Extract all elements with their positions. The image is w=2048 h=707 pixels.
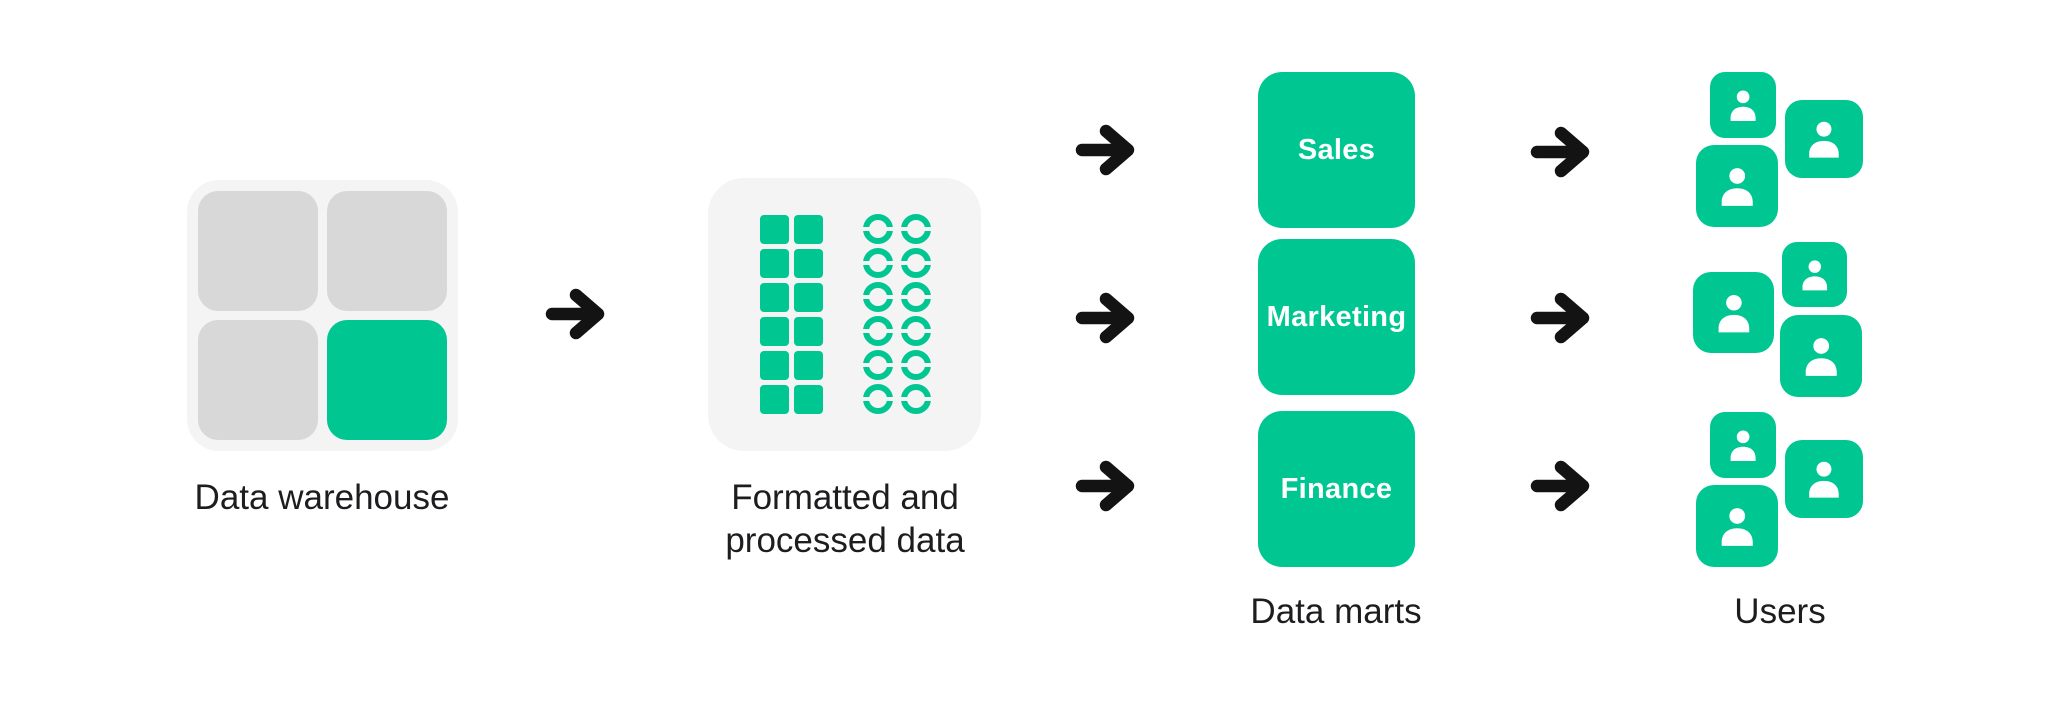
data-ring-icon xyxy=(901,214,931,244)
mart-sales-label: Sales xyxy=(1297,133,1376,166)
data-ring-icon xyxy=(863,350,893,380)
user-badge xyxy=(1696,145,1778,227)
user-icon xyxy=(1809,121,1839,158)
data-squares-grid xyxy=(760,215,823,414)
data-square-icon xyxy=(760,249,789,278)
warehouse-tile xyxy=(327,191,447,311)
data-square-icon xyxy=(760,351,789,380)
data-square-icon xyxy=(760,283,789,312)
data-ring-icon xyxy=(863,248,893,278)
users-label: Users xyxy=(1734,592,1826,631)
user-icon xyxy=(1802,260,1827,291)
data-ring-icon xyxy=(863,282,893,312)
processed-data-label-line2: processed data xyxy=(725,521,965,560)
user-badge xyxy=(1710,412,1776,478)
warehouse-tile xyxy=(198,191,318,311)
warehouse-label: Data warehouse xyxy=(194,478,450,517)
data-square-icon xyxy=(760,385,789,414)
mart-sales: Sales xyxy=(1258,72,1415,228)
data-square-icon xyxy=(794,283,823,312)
arrow-right-icon xyxy=(1530,460,1590,512)
data-ring-icon xyxy=(901,350,931,380)
user-icon xyxy=(1730,90,1756,121)
arrow-right-icon xyxy=(545,288,605,340)
processed-data-label-line1: Formatted and xyxy=(731,478,959,517)
arrow-right-icon xyxy=(1075,292,1135,344)
user-icon xyxy=(1730,430,1756,461)
mart-finance: Finance xyxy=(1258,411,1415,567)
data-square-icon xyxy=(760,317,789,346)
user-icon xyxy=(1809,461,1839,498)
data-marts-label: Data marts xyxy=(1250,592,1422,631)
arrow-right-icon xyxy=(1530,126,1590,178)
data-ring-icon xyxy=(901,384,931,414)
user-badge xyxy=(1710,72,1776,138)
users-cluster-finance xyxy=(1693,412,1865,568)
user-icon xyxy=(1721,507,1753,546)
arrow-right-icon xyxy=(1075,124,1135,176)
mart-marketing-label: Marketing xyxy=(1266,300,1407,333)
mart-marketing: Marketing xyxy=(1258,239,1415,395)
data-ring-icon xyxy=(863,316,893,346)
data-ring-icon xyxy=(863,214,893,244)
user-badge xyxy=(1785,100,1863,178)
user-badge xyxy=(1782,242,1847,307)
data-ring-icon xyxy=(901,282,931,312)
users-cluster-sales xyxy=(1693,72,1865,228)
warehouse-tile xyxy=(198,320,318,440)
data-ring-icon xyxy=(863,384,893,414)
data-square-icon xyxy=(760,215,789,244)
data-square-icon xyxy=(794,317,823,346)
user-badge xyxy=(1693,272,1774,353)
user-icon xyxy=(1718,294,1749,332)
arrow-right-icon xyxy=(1075,460,1135,512)
arrow-right-icon xyxy=(1530,292,1590,344)
data-rings-grid xyxy=(863,214,931,414)
data-warehouse-icon xyxy=(187,180,458,451)
user-badge xyxy=(1785,440,1863,518)
users-cluster-marketing xyxy=(1693,242,1865,398)
data-ring-icon xyxy=(901,248,931,278)
processed-data-icon xyxy=(708,178,981,451)
user-icon xyxy=(1805,337,1837,376)
data-ring-icon xyxy=(901,316,931,346)
warehouse-tile-highlighted xyxy=(327,320,447,440)
mart-finance-label: Finance xyxy=(1280,472,1393,505)
user-badge xyxy=(1696,485,1778,567)
processed-data-label: Formatted and processed data xyxy=(695,476,995,562)
data-square-icon xyxy=(794,351,823,380)
data-square-icon xyxy=(794,215,823,244)
data-square-icon xyxy=(794,385,823,414)
user-badge xyxy=(1780,315,1862,397)
user-icon xyxy=(1721,167,1753,206)
data-square-icon xyxy=(794,249,823,278)
